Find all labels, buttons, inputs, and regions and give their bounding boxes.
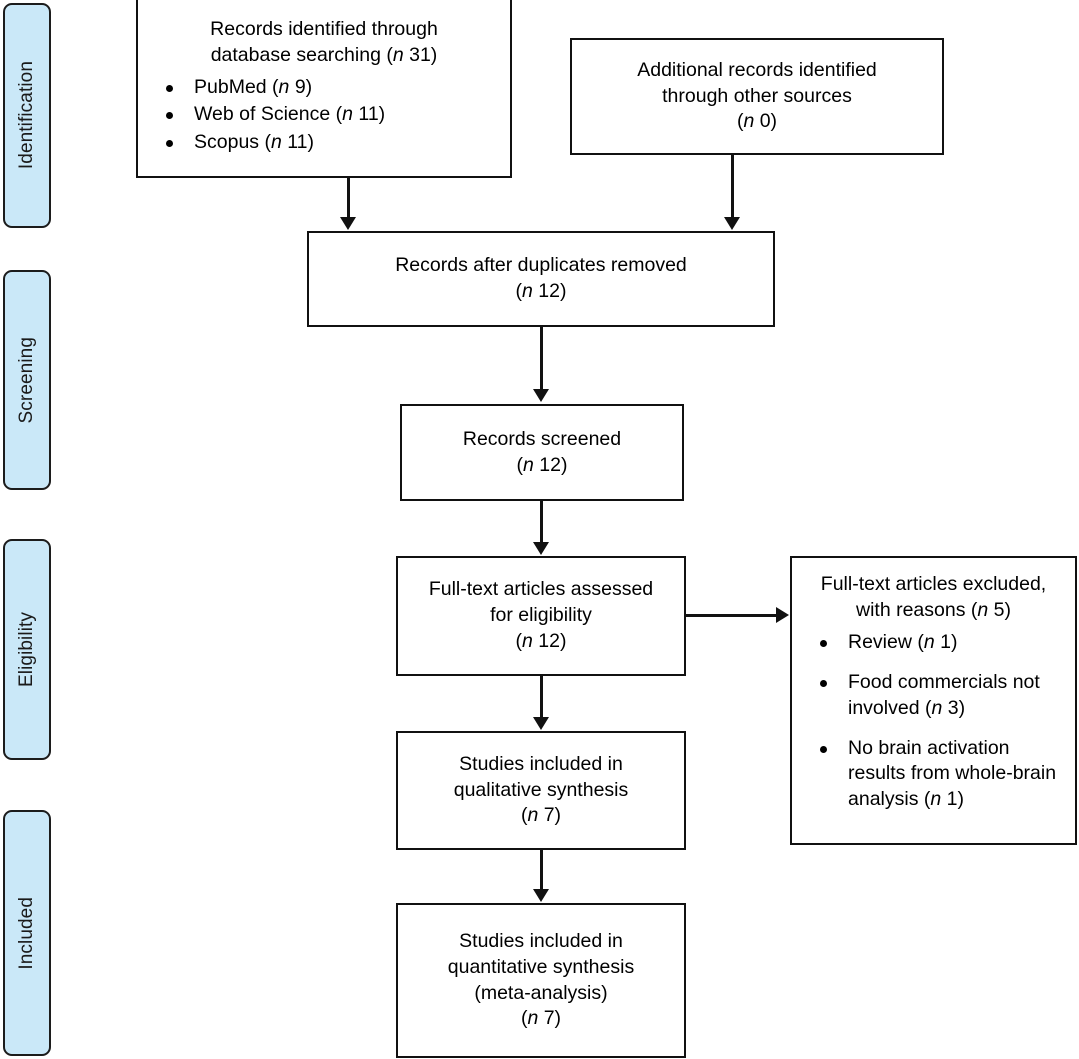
- box-fulltext-assessed: Full-text articles assessed for eligibil…: [396, 556, 686, 676]
- connector-fulltext-to-excluded: [686, 614, 778, 617]
- stage-label-included: Included: [16, 896, 37, 970]
- box-other-sources-heading: Additional records identified through ot…: [637, 58, 877, 133]
- list-item: Web of Science (n 11): [164, 102, 500, 127]
- box-qualitative-synthesis: Studies included in qualitative synthesi…: [396, 731, 686, 850]
- box-quantitative-synthesis: Studies included in quantitative synthes…: [396, 903, 686, 1058]
- list-item: No brain activation results from whole-b…: [818, 736, 1065, 812]
- arrowhead-screened-to-fulltext: [532, 542, 549, 555]
- arrowhead-other-sources-to-dedup: [723, 217, 740, 230]
- box-fulltext-assessed-heading: Full-text articles assessed for eligibil…: [428, 578, 654, 652]
- box-records-screened: Records screened (n 12): [400, 404, 684, 501]
- box-fulltext-excluded-bullets: Review (n 1) Food commercials not involv…: [792, 630, 1075, 812]
- arrowhead-dedup-to-screened: [532, 389, 549, 402]
- connector-database-to-dedup: [347, 178, 350, 219]
- connector-qualitative-to-quantitative: [540, 850, 543, 891]
- connector-screened-to-fulltext: [540, 501, 543, 544]
- box-database-records: Records identified through database sear…: [136, 0, 512, 178]
- arrowhead-fulltext-to-excluded: [776, 606, 789, 623]
- box-qualitative-synthesis-heading: Studies included in qualitative synthesi…: [453, 752, 629, 827]
- list-item: Review (n 1): [818, 630, 1065, 655]
- stage-pill-screening: Screening: [3, 270, 51, 490]
- box-other-sources: Additional records identified through ot…: [570, 38, 944, 155]
- box-duplicates-removed: Records after duplicates removed (n 12): [307, 231, 775, 327]
- arrowhead-database-to-dedup: [339, 217, 356, 230]
- box-fulltext-excluded-heading: Full-text articles excluded, with reason…: [820, 573, 1047, 621]
- box-database-records-heading: Records identified through database sear…: [210, 18, 438, 66]
- stage-label-eligibility: Eligibility: [16, 611, 37, 687]
- stage-label-identification: Identification: [16, 61, 37, 170]
- list-item: Food commercials not involved (n 3): [818, 670, 1065, 721]
- stage-pill-eligibility: Eligibility: [3, 539, 51, 760]
- stage-pill-included: Included: [3, 810, 51, 1056]
- stage-pill-identification: Identification: [3, 3, 51, 228]
- stage-label-screening: Screening: [16, 336, 37, 424]
- arrowhead-qualitative-to-quantitative: [532, 889, 549, 902]
- connector-fulltext-to-qualitative: [540, 676, 543, 719]
- arrowhead-fulltext-to-qualitative: [532, 717, 549, 730]
- box-fulltext-excluded: Full-text articles excluded, with reason…: [790, 556, 1077, 845]
- box-database-records-bullets: PubMed (n 9) Web of Science (n 11) Scopu…: [138, 75, 510, 157]
- connector-dedup-to-screened: [540, 327, 543, 391]
- list-item: Scopus (n 11): [164, 130, 500, 155]
- list-item: PubMed (n 9): [164, 75, 500, 100]
- box-records-screened-heading: Records screened (n 12): [462, 427, 622, 476]
- box-quantitative-synthesis-heading: Studies included in quantitative synthes…: [447, 929, 635, 1030]
- box-duplicates-removed-heading: Records after duplicates removed (n 12): [395, 254, 687, 302]
- connector-other-sources-to-dedup: [731, 155, 734, 219]
